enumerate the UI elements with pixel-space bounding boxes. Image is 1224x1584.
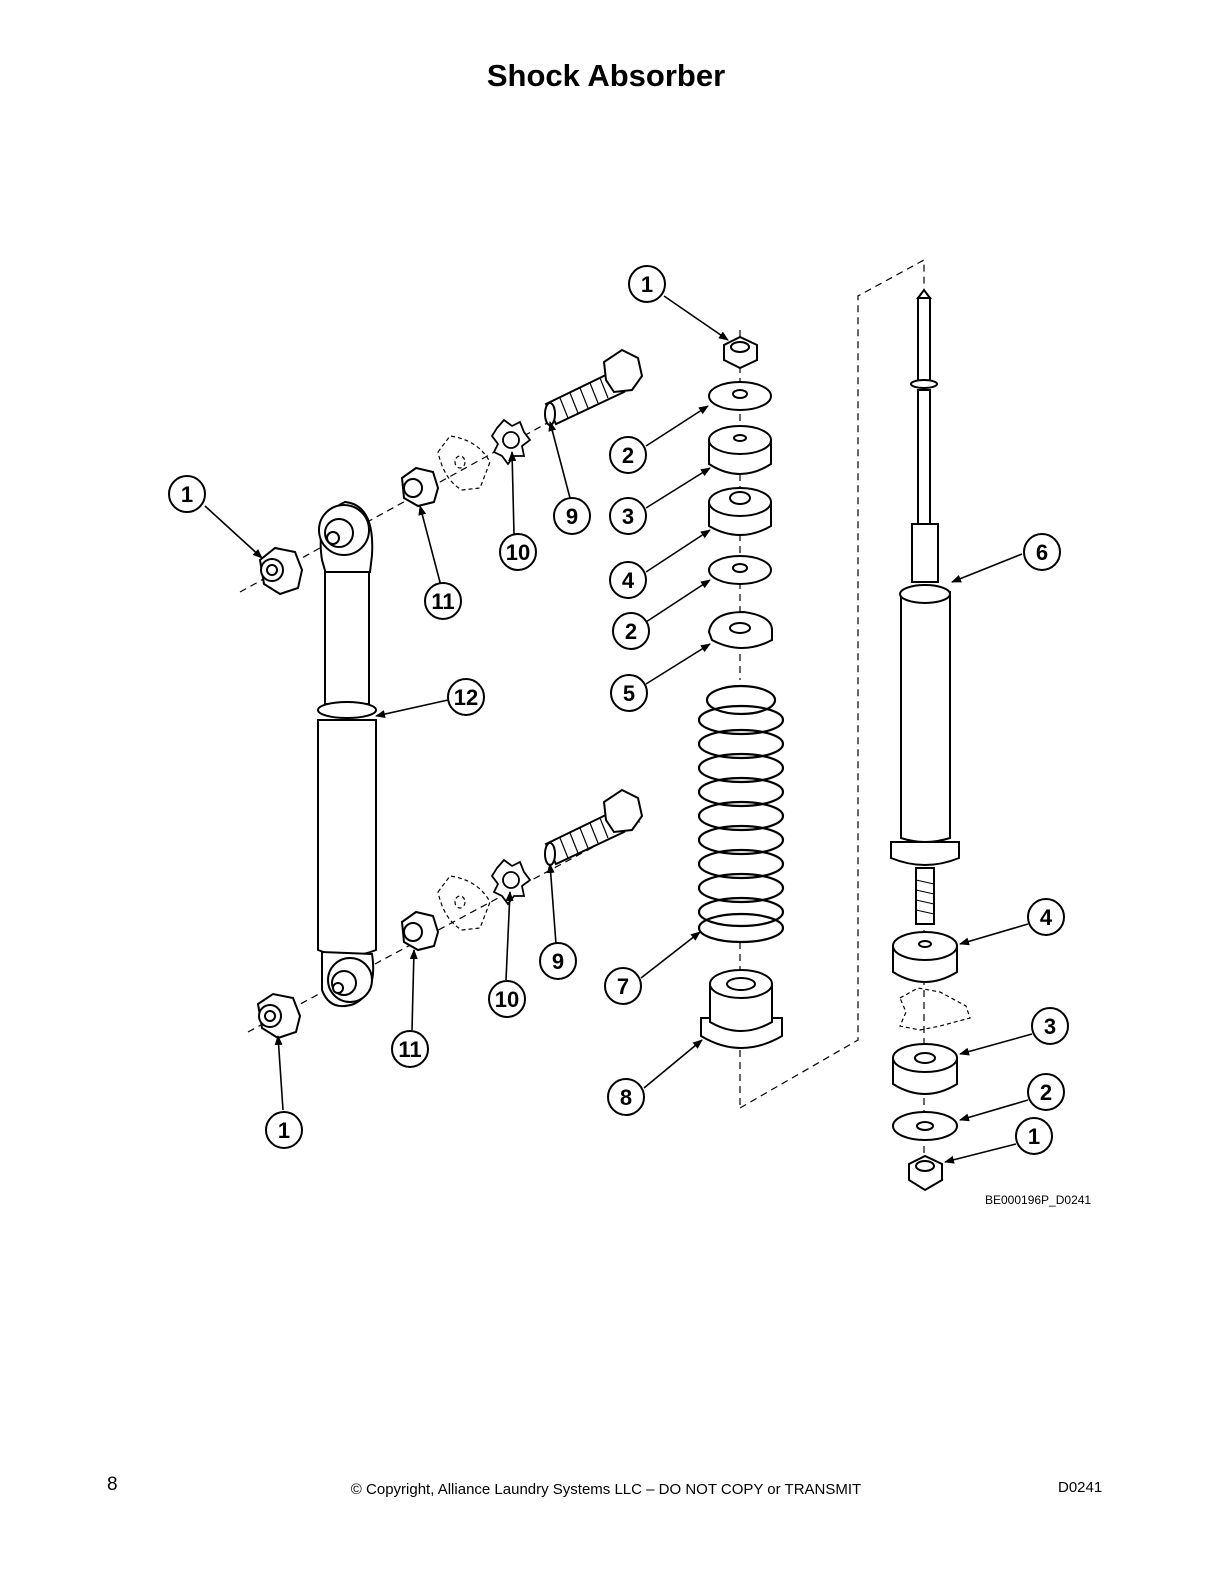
callout-9-lower: 9 (539, 942, 577, 980)
callout-10-lower: 10 (488, 980, 526, 1018)
callout-2-upper: 2 (609, 436, 647, 474)
right-shock-absorber (890, 288, 960, 1192)
svg-text:3: 3 (622, 504, 634, 529)
callout-3-right: 3 (1031, 1007, 1069, 1045)
svg-text:4: 4 (622, 568, 635, 593)
callout-1-upper-left: 1 (168, 475, 206, 513)
svg-text:2: 2 (1040, 1080, 1052, 1105)
center-parts-stack (697, 335, 785, 1049)
callout-5: 5 (610, 674, 648, 712)
star-washer-10-lower (490, 858, 532, 906)
callout-6: 6 (1023, 533, 1061, 571)
svg-text:8: 8 (620, 1085, 632, 1110)
callout-4-right: 4 (1027, 898, 1065, 936)
callout-7: 7 (604, 967, 642, 1005)
callout-balloons: 1 2 3 4 2 5 7 8 6 4 3 2 1 1 9 10 11 12 9… (168, 265, 1069, 1155)
bolt-9-upper (544, 348, 644, 426)
svg-text:11: 11 (398, 1037, 421, 1062)
bolt-9-lower (544, 788, 644, 866)
svg-text:11: 11 (431, 589, 454, 614)
callout-1-right: 1 (1015, 1117, 1053, 1155)
mounting-bracket-outline (437, 435, 971, 1031)
svg-text:5: 5 (623, 681, 635, 706)
svg-text:3: 3 (1044, 1014, 1056, 1039)
hex-nut-11-lower (400, 910, 440, 952)
callout-11-lower: 11 (391, 1030, 429, 1068)
drawing-code: BE000196P_D0241 (985, 1193, 1092, 1207)
callout-8: 8 (607, 1078, 645, 1116)
callout-12: 12 (447, 678, 485, 716)
leader-lines (204, 295, 1033, 1164)
svg-text:9: 9 (566, 504, 578, 529)
page-number: 8 (107, 1474, 118, 1495)
svg-text:9: 9 (552, 949, 564, 974)
callout-11-upper: 11 (424, 582, 462, 620)
page-title: Shock Absorber (486, 58, 726, 93)
callout-1-lower-left: 1 (265, 1111, 303, 1149)
callout-2-right: 2 (1027, 1073, 1065, 1111)
document-code: D0241 (1058, 1479, 1103, 1496)
svg-text:4: 4 (1040, 905, 1053, 930)
callout-1-top: 1 (628, 265, 666, 303)
callout-2-lower: 2 (612, 612, 650, 650)
svg-text:6: 6 (1036, 540, 1048, 565)
svg-text:2: 2 (625, 619, 637, 644)
svg-text:1: 1 (278, 1118, 290, 1143)
hex-nut-lower-left (256, 992, 302, 1040)
callout-3-center: 3 (609, 497, 647, 535)
svg-text:12: 12 (454, 685, 478, 710)
star-washer-10-upper (490, 418, 532, 466)
hex-nut-11-upper (400, 466, 440, 508)
svg-text:1: 1 (181, 482, 193, 507)
left-shock-absorber (317, 500, 377, 1008)
callout-4-center: 4 (609, 561, 647, 599)
svg-text:10: 10 (506, 540, 530, 565)
callout-10-upper: 10 (499, 533, 537, 571)
copyright-notice: © Copyright, Alliance Laundry Systems LL… (350, 1481, 862, 1498)
svg-text:7: 7 (617, 974, 629, 999)
svg-text:2: 2 (622, 443, 634, 468)
svg-text:10: 10 (495, 987, 519, 1012)
hex-nut-upper-left (258, 546, 304, 596)
svg-text:1: 1 (1028, 1124, 1040, 1149)
svg-text:1: 1 (641, 272, 653, 297)
callout-9-upper: 9 (553, 497, 591, 535)
